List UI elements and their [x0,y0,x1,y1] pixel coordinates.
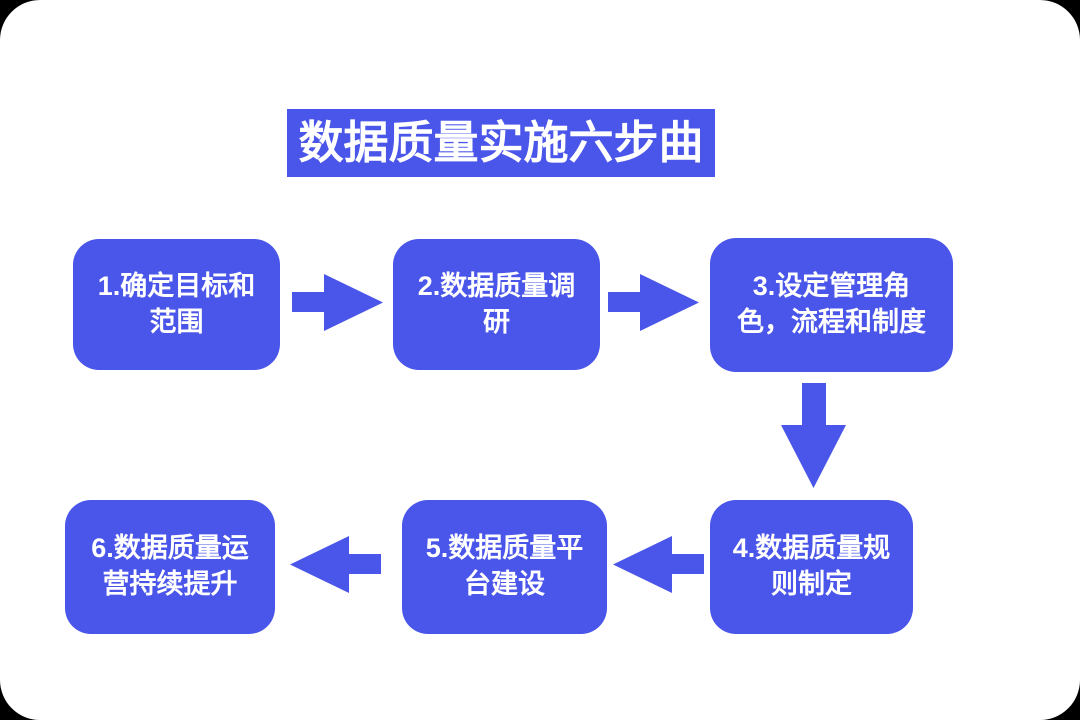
step-box-2: 2.数据质量调 研 [393,239,600,370]
step-box-5: 5.数据质量平 台建设 [402,500,607,634]
step-box-1: 1.确定目标和 范围 [73,239,280,370]
arrow-left-icon [613,536,704,593]
arrow-down-icon [781,383,846,488]
arrow-right-icon [608,274,699,331]
step-box-3: 3.设定管理角 色，流程和制度 [710,238,953,372]
arrow-right-icon [292,274,383,331]
step-box-4: 4.数据质量规 则制定 [710,500,913,634]
arrow-left-icon [290,536,381,593]
diagram-title: 数据质量实施六步曲 [287,109,715,177]
step-box-6: 6.数据质量运 营持续提升 [65,500,275,634]
